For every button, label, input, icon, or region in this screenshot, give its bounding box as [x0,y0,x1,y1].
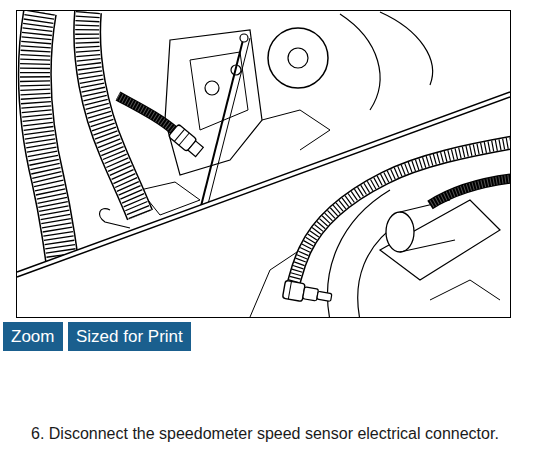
connector-ridge [179,133,189,145]
housing-edge [262,110,330,150]
harness-loom [87,12,140,215]
cylinder-end [386,212,414,252]
split-line [17,97,510,277]
loom-ribs [35,12,70,320]
connector-body [282,280,305,301]
harness [430,178,515,205]
pulley [268,28,328,88]
connector [168,124,204,158]
harness-loom [87,12,140,215]
button: Zoom [3,322,63,351]
connector-ridge [288,281,291,299]
harness [118,96,176,132]
connector-mate [303,287,319,301]
harness-ribs [118,96,176,132]
detail-view [250,142,515,320]
loom-ribs [87,12,140,215]
harness-ribs [430,178,515,205]
cylinder-side [400,240,455,252]
connector [282,280,332,306]
harness-loom [35,12,70,320]
housing-edge [380,12,433,85]
bracket [380,200,500,280]
harness-loom [35,12,70,320]
instruction-text: 6. Disconnect the speedometer speed sens… [31,424,499,444]
bolt [205,81,219,95]
rod-end [240,34,248,42]
sensor [188,141,203,157]
button-label: Sized for Print [76,327,183,347]
image-frame [17,11,511,318]
housing-edge [430,280,500,300]
rod [206,38,250,212]
sensor [317,291,332,301]
pulley-hub [288,48,308,68]
button-label: Zoom [11,327,55,347]
housing-edge [340,14,380,110]
rod [200,36,244,210]
split-line [17,92,510,272]
button: Sized for Print [68,322,191,351]
engine-view [35,12,433,320]
bracket-plate [190,52,248,130]
